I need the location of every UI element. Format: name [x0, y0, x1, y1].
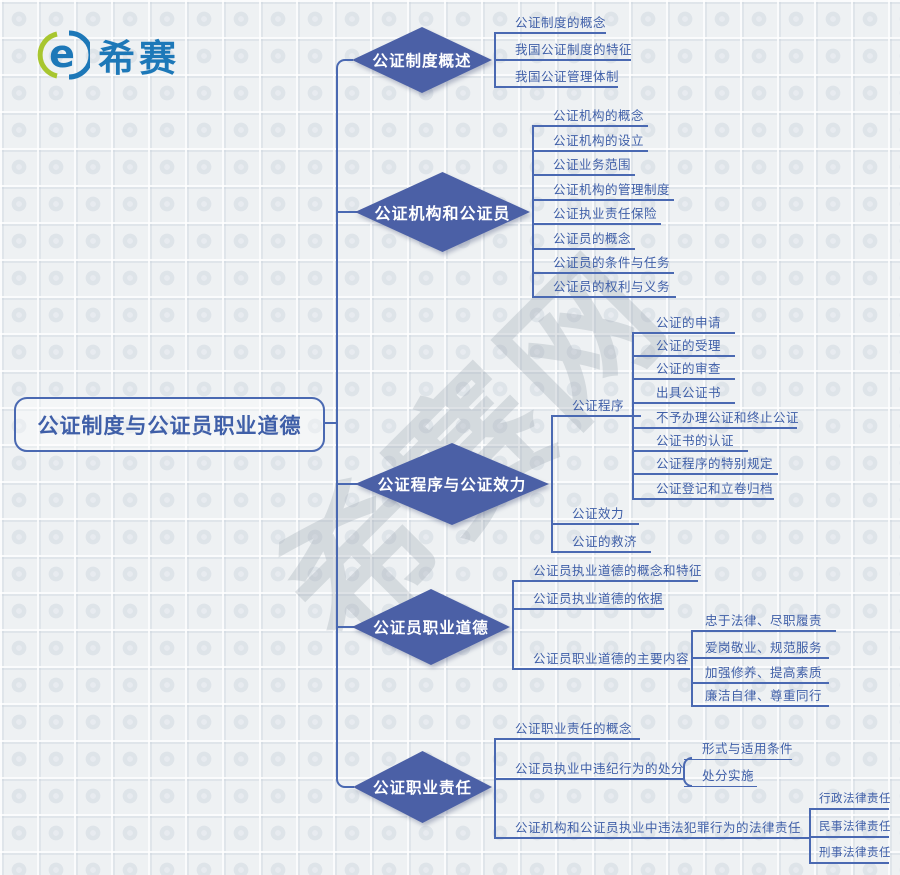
leaf-node: 形式与适用条件 [684, 740, 793, 760]
connector-branch3-stub [337, 483, 357, 485]
leaf-node: 公证的救济 [551, 533, 651, 553]
root-topic-node: 公证制度与公证员职业道德 [14, 397, 325, 452]
leaf-node: 公证的受理 [632, 337, 735, 357]
leaf-node: 廉洁自律、尊重同行 [691, 687, 829, 707]
branch-node-3: 公证程序与公证效力 [355, 443, 549, 525]
leaf-node: 公证机构的概念 [532, 107, 648, 127]
leaf-node: 民事法律责任 [809, 818, 891, 838]
logo-letter-e: e [49, 32, 75, 76]
leaf-node: 公证执业责任保险 [532, 205, 661, 225]
connector-branch5-bracket [494, 738, 496, 839]
leaf-node: 公证员职业道德的主要内容 [512, 650, 690, 670]
leaf-node: 忠于法律、尽职履责 [691, 612, 836, 632]
leaf-node: 公证员执业道德的概念和特征 [512, 562, 702, 582]
branch-node-5: 公证职业责任 [353, 751, 492, 823]
leaf-node: 公证机构的设立 [532, 132, 648, 152]
leaf-node: 公证程序 [551, 397, 641, 417]
leaf-node: 出具公证书 [632, 384, 735, 404]
root-topic-label: 公证制度与公证员职业道德 [37, 413, 302, 438]
leaf-node: 公证登记和立卷归档 [632, 480, 774, 500]
leaf-node: 公证效力 [551, 505, 639, 525]
leaf-node: 公证制度的概念 [494, 14, 606, 34]
leaf-node: 公证员执业中违纪行为的处分 [494, 760, 684, 780]
leaf-node: 不予办理公证和终止公证 [632, 409, 799, 429]
connector-ethics-content-bracket [691, 630, 693, 707]
branch-node-4: 公证员职业道德 [352, 589, 510, 665]
connector-branch2-bracket [532, 125, 534, 298]
leaf-node: 爱岗敬业、规范服务 [691, 639, 829, 659]
leaf-node: 刑事法律责任 [809, 844, 891, 864]
leaf-node: 公证程序的特别规定 [632, 455, 778, 475]
leaf-node: 公证员的概念 [532, 230, 635, 250]
leaf-node: 公证书的认证 [632, 432, 748, 452]
leaf-node: 公证机构和公证员执业中违法犯罪行为的法律责任 [494, 819, 810, 839]
branch-node-1: 公证制度概述 [352, 27, 492, 93]
connector-root-trunk [323, 422, 337, 424]
leaf-node: 我国公证制度的特征 [494, 41, 632, 61]
connector-branch2-stub [337, 211, 357, 213]
connector-branch3-bracket [551, 415, 553, 553]
leaf-node: 加强修养、提高素质 [691, 664, 829, 684]
leaf-node: 公证员的权利与义务 [532, 278, 676, 298]
leaf-node: 公证的申请 [632, 314, 735, 334]
connector-trunk [336, 69, 338, 778]
leaf-node: 公证机构的管理制度 [532, 181, 674, 201]
leaf-node: 公证员的条件与任务 [532, 254, 674, 274]
connector-trunk-bottom-curve [336, 776, 354, 788]
leaf-node: 我国公证管理体制 [494, 68, 619, 88]
connector-branch4-bracket [512, 580, 514, 670]
brand-name: 希赛 [98, 37, 180, 80]
xisai-logo-icon: e [37, 30, 90, 80]
connector-branch4-stub [337, 626, 354, 628]
leaf-node: 行政法律责任 [809, 790, 891, 810]
leaf-node: 公证业务范围 [532, 156, 635, 176]
connector-trunk-top-curve [336, 59, 353, 71]
leaf-node: 处分实施 [684, 767, 757, 787]
xisai-logo: e 希赛 [36, 28, 180, 82]
branch-node-2: 公证机构和公证员 [355, 172, 530, 252]
leaf-node: 公证员执业道德的依据 [512, 590, 664, 610]
leaf-node: 公证职业责任的概念 [494, 720, 640, 740]
leaf-node: 公证的审查 [632, 360, 735, 380]
